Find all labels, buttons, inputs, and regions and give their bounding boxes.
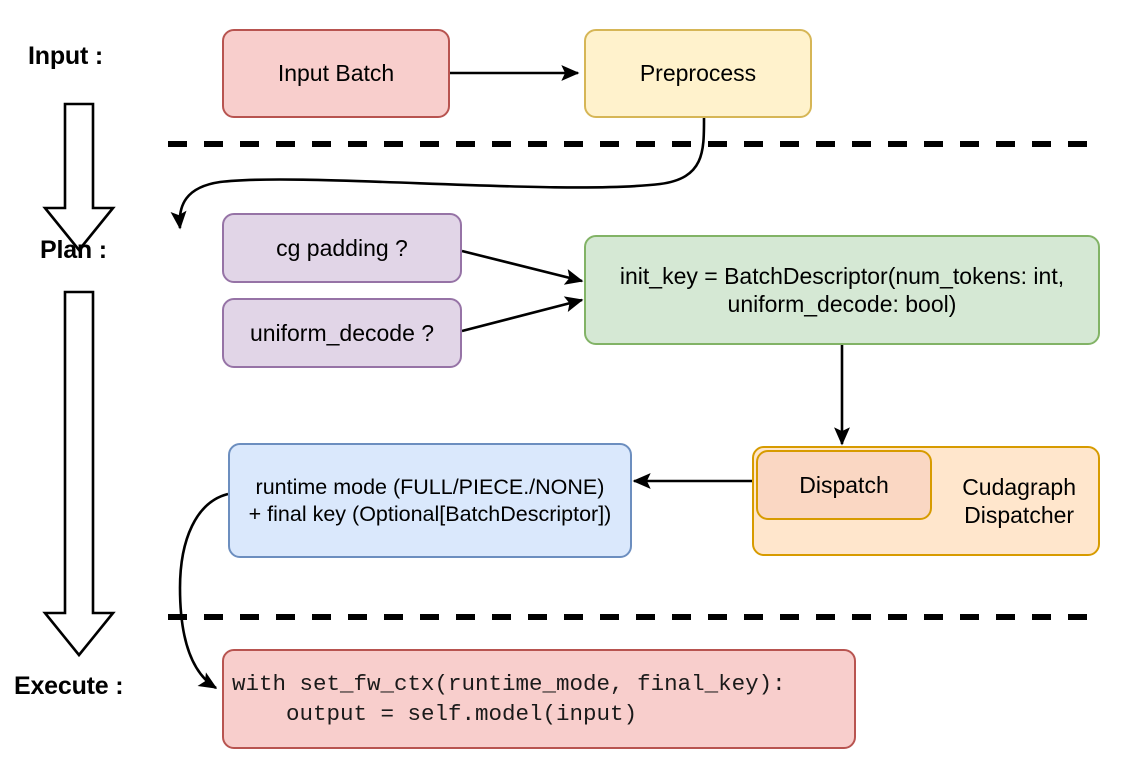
uniform-decode-to-init-key-arrow <box>461 296 584 333</box>
node-dispatch-label: Dispatch <box>799 471 889 498</box>
node-uniform-decode-label: uniform_decode ? <box>249 319 435 346</box>
node-execute-code[interactable]: with set_fw_ctx(runtime_mode, final_key)… <box>222 649 856 749</box>
node-uniform-decode[interactable]: uniform_decode ? <box>222 298 462 368</box>
node-cg-padding[interactable]: cg padding ? <box>222 213 462 283</box>
node-runtime-mode[interactable]: runtime mode (FULL/PIECE./NONE) + final … <box>228 443 632 558</box>
node-input-batch-label: Input Batch <box>277 60 395 87</box>
stage-label-plan: Plan : <box>40 236 107 264</box>
input-to-plan-block-arrow <box>42 102 116 253</box>
node-init-key-label: init_key = BatchDescriptor(num_tokens: i… <box>619 262 1065 317</box>
stage-label-execute: Execute : <box>14 672 124 700</box>
node-init-key[interactable]: init_key = BatchDescriptor(num_tokens: i… <box>584 235 1100 345</box>
preprocess-to-cg-padding-arrow <box>170 112 706 230</box>
node-preprocess[interactable]: Preprocess <box>584 29 812 118</box>
node-input-batch[interactable]: Input Batch <box>222 29 450 118</box>
node-preprocess-label: Preprocess <box>639 60 757 87</box>
runtime-mode-to-execute-code-arrow <box>178 492 229 690</box>
node-cg-padding-label: cg padding ? <box>276 234 408 261</box>
node-runtime-mode-label: runtime mode (FULL/PIECE./NONE) + final … <box>248 475 612 526</box>
node-execute-code-label: with set_fw_ctx(runtime_mode, final_key)… <box>232 670 786 727</box>
node-dispatch[interactable]: Dispatch <box>756 450 932 520</box>
plan-to-execute-block-arrow <box>42 290 116 658</box>
node-cudagraph-dispatcher-label: Cudagraph Dispatcher <box>962 473 1076 528</box>
cg-padding-to-init-key-arrow <box>461 249 584 285</box>
stage-label-input: Input : <box>28 42 103 70</box>
